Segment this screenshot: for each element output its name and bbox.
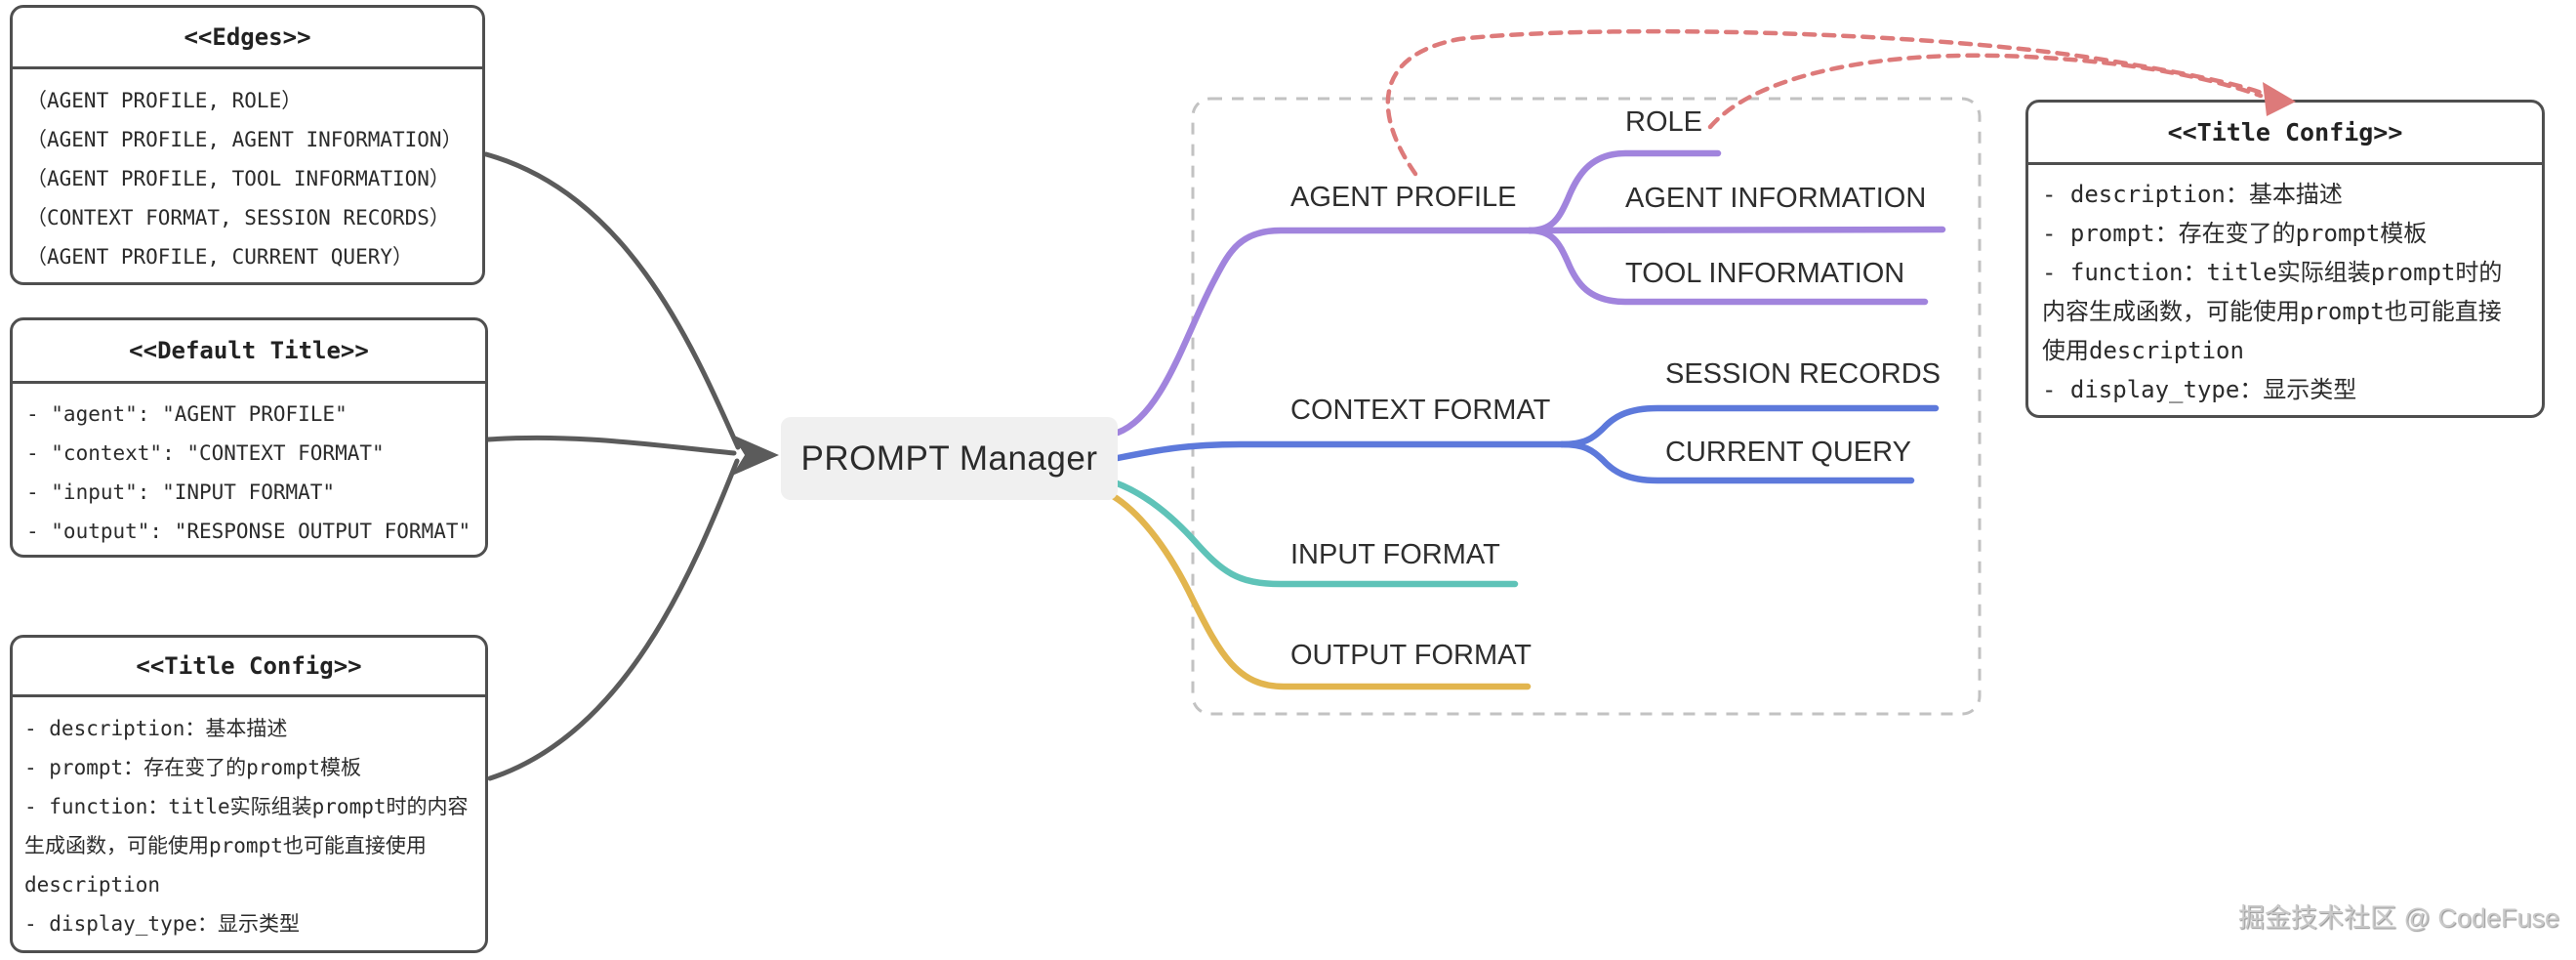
branch-label-agent-profile: AGENT PROFILE — [1290, 182, 1517, 213]
prompt-manager-root-node: PROMPT Manager — [781, 417, 1118, 500]
leaf-label-role: ROLE — [1625, 106, 1702, 138]
title-config-entry: - prompt：存在变了的prompt模板 — [2042, 220, 2428, 247]
title-config-entry: - function：title实际组装prompt时的 — [2042, 259, 2503, 286]
leaf-label-tool-information: TOOL INFORMATION — [1625, 258, 1905, 289]
branch-line-context-format — [1114, 440, 1566, 462]
edge-from-default-title-box — [485, 435, 737, 456]
edge-tuple: （AGENT PROFILE, ROLE） — [26, 89, 303, 112]
title-config-right-box: <<Title Config>> - description：基本描述 - pr… — [2025, 100, 2545, 418]
edge-from-title-config-box — [487, 458, 740, 781]
dark-arrowhead-icon — [732, 435, 779, 476]
title-config-entry: 生成函数，可能使用prompt也可能直接使用 — [24, 834, 427, 857]
title-config-entry: 使用description — [2042, 337, 2244, 364]
edge-tuple: （CONTEXT FORMAT, SESSION RECORDS） — [26, 206, 450, 230]
title-config-entry: - prompt：存在变了的prompt模板 — [24, 756, 362, 779]
title-config-left-box: <<Title Config>> - description：基本描述 - pr… — [10, 635, 488, 953]
title-config-entry: - display_type：显示类型 — [2042, 376, 2357, 403]
watermark-text: 掘金技术社区 @ CodeFuse — [2238, 903, 2559, 933]
default-title-entry: - "context": "CONTEXT FORMAT" — [26, 441, 385, 465]
leaf-label-session-records: SESSION RECORDS — [1665, 358, 1941, 390]
title-config-entry: - description：基本描述 — [24, 717, 288, 740]
title-config-entry: - description：基本描述 — [2042, 181, 2343, 208]
edges-box: <<Edges>> （AGENT PROFILE, ROLE） （AGENT P… — [10, 5, 485, 285]
edge-from-edges-box — [483, 151, 741, 450]
default-title-box-title: <<Default Title>> — [13, 320, 485, 384]
title-config-entry: - display_type：显示类型 — [24, 912, 301, 936]
default-title-box: <<Default Title>> - "agent": "AGENT PROF… — [10, 317, 488, 558]
title-config-left-box-body: - description：基本描述 - prompt：存在变了的prompt模… — [13, 697, 485, 955]
branch-label-output-format: OUTPUT FORMAT — [1290, 640, 1533, 671]
leaf-label-agent-information: AGENT INFORMATION — [1625, 183, 1927, 214]
edge-tuple: （AGENT PROFILE, TOOL INFORMATION） — [26, 167, 450, 190]
branch-label-context-format: CONTEXT FORMAT — [1290, 395, 1551, 426]
title-config-entry: description — [24, 873, 161, 897]
title-config-entry: 内容生成函数，可能使用prompt也可能直接 — [2042, 298, 2502, 325]
leaf-label-current-query: CURRENT QUERY — [1665, 437, 1911, 468]
title-config-left-box-title: <<Title Config>> — [13, 638, 485, 697]
default-title-entry: - "agent": "AGENT PROFILE" — [26, 402, 348, 426]
default-title-entry: - "input": "INPUT FORMAT" — [26, 480, 336, 504]
branch-label-input-format: INPUT FORMAT — [1290, 539, 1500, 570]
edge-tuple: （AGENT PROFILE, CURRENT QUERY） — [26, 245, 414, 269]
title-config-right-box-title: <<Title Config>> — [2028, 103, 2542, 165]
edges-box-title: <<Edges>> — [13, 8, 482, 69]
edge-tuple: （AGENT PROFILE, AGENT INFORMATION） — [26, 128, 463, 151]
default-title-entry: - "output": "RESPONSE OUTPUT FORMAT" — [26, 520, 471, 543]
edges-box-body: （AGENT PROFILE, ROLE） （AGENT PROFILE, AG… — [13, 69, 482, 288]
default-title-box-body: - "agent": "AGENT PROFILE" - "context": … — [13, 384, 485, 562]
title-config-right-box-body: - description：基本描述 - prompt：存在变了的prompt模… — [2028, 165, 2542, 419]
title-config-entry: - function：title实际组装prompt时的内容 — [24, 795, 469, 818]
left-connector-edges — [483, 151, 741, 781]
